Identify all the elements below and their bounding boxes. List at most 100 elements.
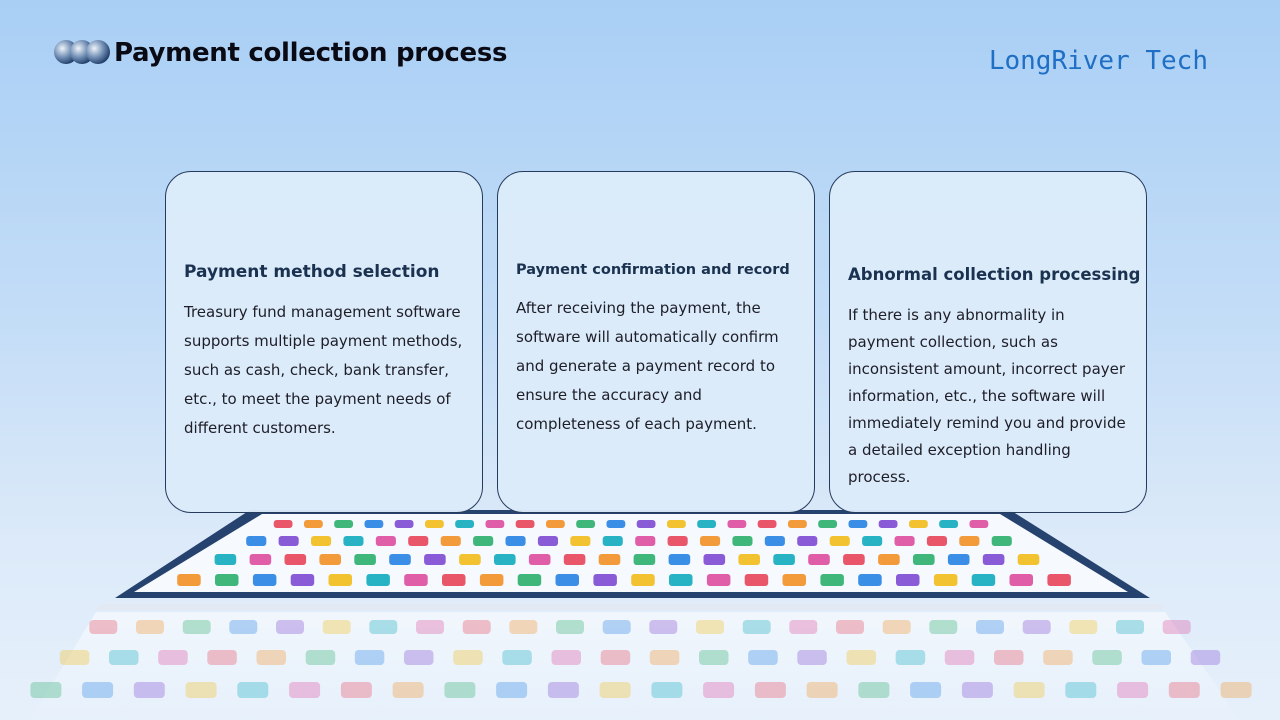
app-icon bbox=[1009, 574, 1033, 586]
app-icon bbox=[697, 520, 716, 528]
app-icon bbox=[389, 554, 411, 565]
app-icon bbox=[394, 520, 414, 528]
app-icon bbox=[959, 536, 980, 546]
app-icon-reflection bbox=[748, 650, 778, 665]
app-icon bbox=[537, 536, 558, 546]
app-icon-reflection bbox=[806, 682, 838, 698]
app-icon-reflection bbox=[340, 682, 372, 698]
app-icon bbox=[757, 520, 777, 528]
app-icon bbox=[328, 574, 352, 586]
app-icon bbox=[602, 536, 623, 546]
card-title: Payment confirmation and record bbox=[516, 262, 790, 278]
app-icon-reflection bbox=[369, 620, 398, 634]
app-icon bbox=[177, 574, 201, 586]
app-icon-reflection bbox=[547, 682, 579, 698]
app-icon-board-image bbox=[30, 510, 1252, 720]
app-icon bbox=[669, 574, 693, 586]
card-title: Payment method selection bbox=[184, 262, 440, 282]
app-icon bbox=[570, 536, 591, 546]
app-icon-reflection bbox=[207, 650, 237, 665]
app-icon bbox=[969, 520, 989, 528]
app-icon bbox=[820, 574, 844, 586]
app-icon-reflection bbox=[789, 620, 818, 634]
brand-logo-text: LongRiver Tech bbox=[988, 46, 1208, 76]
app-icon bbox=[808, 554, 830, 565]
app-icon-reflection bbox=[836, 620, 864, 634]
app-icon bbox=[894, 536, 915, 546]
app-icon bbox=[947, 554, 970, 565]
app-icon-reflection bbox=[1116, 620, 1144, 634]
app-icon-reflection bbox=[322, 620, 351, 634]
app-icon bbox=[797, 536, 818, 546]
app-icon-reflection bbox=[462, 620, 491, 634]
app-icon bbox=[773, 554, 795, 565]
card-abnormal-collection: Abnormal collection processing If there … bbox=[829, 171, 1147, 513]
app-icon bbox=[459, 554, 481, 565]
app-icon-reflection bbox=[929, 620, 958, 634]
app-icon bbox=[424, 554, 446, 565]
app-icon bbox=[858, 574, 882, 586]
app-icon-reflection bbox=[416, 620, 444, 634]
app-icon bbox=[284, 554, 307, 565]
app-icon bbox=[636, 520, 656, 528]
app-icon bbox=[700, 536, 721, 546]
app-icon-reflection bbox=[158, 650, 188, 665]
app-icon-reflection bbox=[1220, 682, 1252, 698]
app-icon bbox=[829, 536, 850, 546]
card-payment-method: Payment method selection Treasury fund m… bbox=[165, 171, 483, 513]
app-icon-reflection bbox=[182, 620, 211, 634]
page-title: Payment collection process bbox=[114, 38, 508, 68]
app-icon bbox=[249, 554, 272, 565]
app-icon-reflection bbox=[502, 650, 532, 665]
app-icon-reflection bbox=[1065, 682, 1097, 698]
app-icon bbox=[764, 536, 785, 546]
app-icon-reflection bbox=[976, 620, 1004, 634]
app-icon bbox=[334, 520, 353, 528]
app-icon bbox=[485, 520, 505, 528]
app-icon bbox=[479, 574, 504, 586]
app-icon-reflection bbox=[237, 682, 269, 698]
app-icon-reflection bbox=[1092, 650, 1122, 665]
app-icon bbox=[442, 574, 466, 586]
app-icon bbox=[278, 536, 299, 546]
app-icon bbox=[727, 520, 747, 528]
app-icon bbox=[732, 536, 753, 546]
app-icon bbox=[818, 520, 837, 528]
app-icon-reflection bbox=[1022, 620, 1051, 634]
app-icon bbox=[598, 554, 621, 565]
app-icon bbox=[667, 536, 688, 546]
app-icon-reflection bbox=[256, 650, 286, 665]
app-icon-reflection bbox=[649, 650, 680, 665]
app-icon bbox=[862, 536, 883, 546]
app-icon-reflection bbox=[453, 650, 483, 665]
card-payment-confirmation: Payment confirmation and record After re… bbox=[497, 171, 815, 513]
app-icon bbox=[909, 520, 928, 528]
card-title: Abnormal collection processing bbox=[848, 265, 1141, 284]
app-icon-reflection bbox=[30, 682, 62, 698]
app-icon bbox=[1047, 574, 1071, 586]
app-icon bbox=[494, 554, 516, 565]
app-icon bbox=[214, 554, 237, 565]
app-icon-reflection bbox=[1190, 650, 1221, 665]
app-icon bbox=[668, 554, 691, 565]
app-icon-reflection bbox=[509, 620, 538, 634]
app-icon bbox=[593, 574, 617, 586]
app-icon-reflection bbox=[944, 650, 975, 665]
app-icon-reflection bbox=[404, 650, 434, 665]
app-icon-reflection bbox=[1141, 650, 1171, 665]
card-body: Treasury fund management software suppor… bbox=[184, 303, 463, 437]
app-icon-reflection bbox=[895, 650, 926, 665]
app-icon bbox=[311, 536, 332, 546]
app-icon bbox=[546, 520, 565, 528]
app-icon bbox=[788, 520, 807, 528]
app-icon-reflection bbox=[846, 650, 876, 665]
app-icon bbox=[215, 574, 239, 586]
app-icon-reflection bbox=[600, 650, 631, 665]
app-icon-reflection bbox=[289, 682, 321, 698]
app-icon-reflection bbox=[703, 682, 735, 698]
app-icon bbox=[738, 554, 760, 565]
app-icon-reflection bbox=[1117, 682, 1149, 698]
app-icon bbox=[896, 574, 920, 586]
app-icon bbox=[404, 574, 428, 586]
app-icon-reflection bbox=[136, 620, 164, 634]
